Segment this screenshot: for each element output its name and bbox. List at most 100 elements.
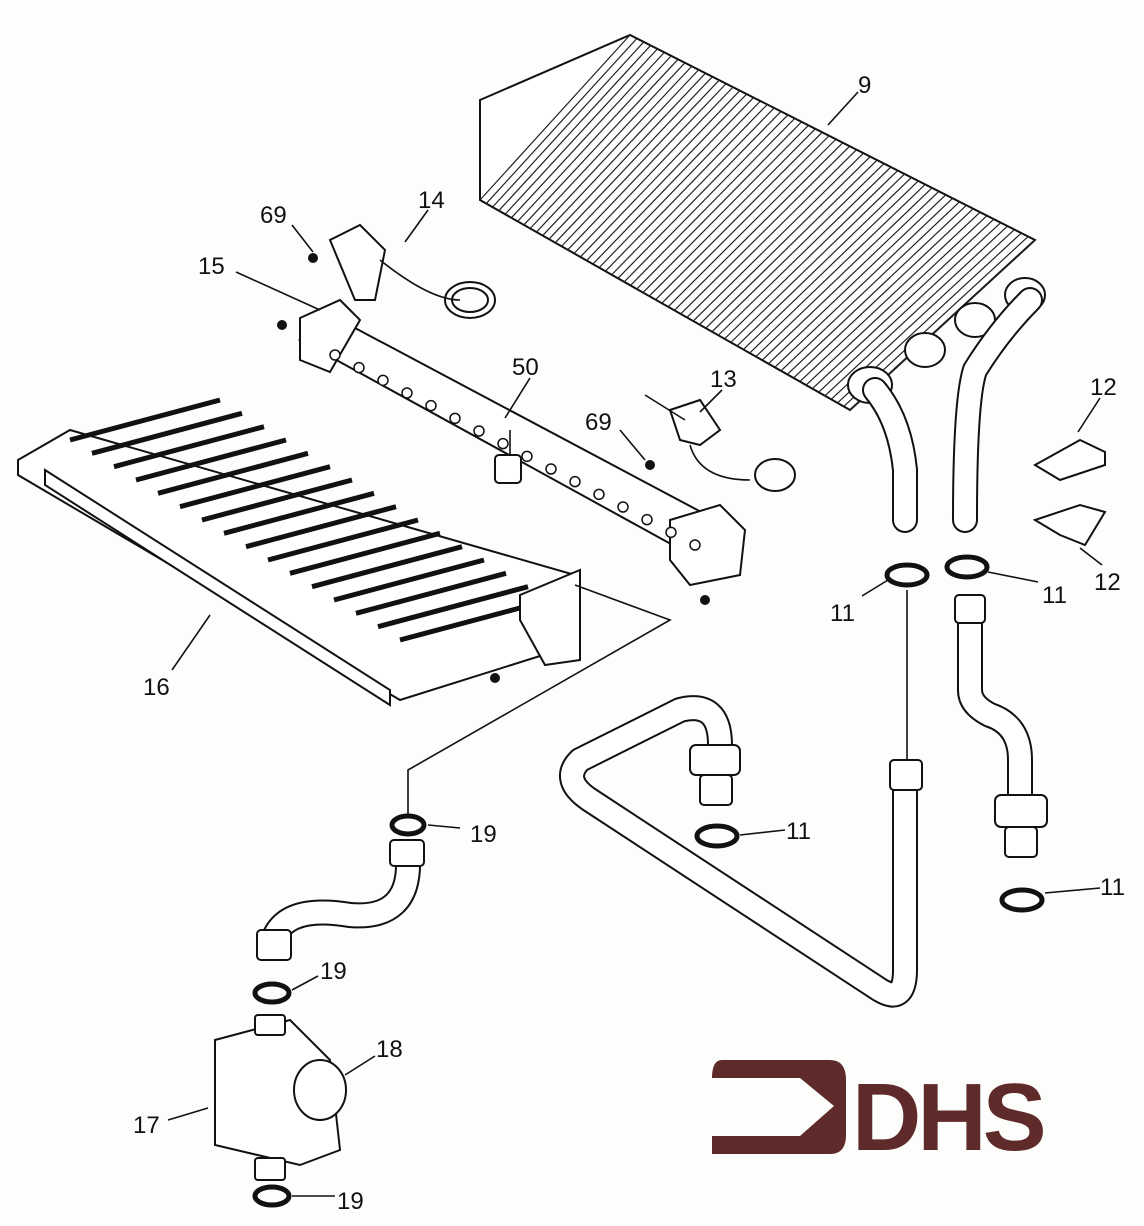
label-17-gas-valve: 17 (133, 1112, 160, 1139)
heat-exchanger-fin (598, 100, 761, 269)
heat-exchanger-fin (749, 183, 926, 354)
label-69-screw: 69 (585, 409, 612, 436)
burner-jet (473, 425, 485, 437)
heat-exchanger-pipes (862, 287, 1043, 533)
heat-exchanger-fin (529, 62, 686, 229)
burner (17, 397, 581, 707)
label-69-screw: 69 (260, 202, 287, 229)
heating-return-pipe (954, 594, 1048, 858)
heat-exchanger-fin (699, 156, 871, 326)
heat-exchanger-fin (818, 222, 1002, 393)
heat-exchanger-fin (717, 166, 892, 336)
heat-exchanger-fin (774, 197, 954, 368)
heat-exchanger-fin (711, 163, 885, 333)
gas-valve (214, 1014, 347, 1181)
label-12-clip: 12 (1090, 374, 1117, 401)
burner-jet (425, 399, 437, 412)
heat-exchanger-fin (642, 124, 809, 293)
burner-blade (135, 437, 287, 483)
label-11-oring: 11 (830, 600, 855, 627)
heat-exchanger-fin (604, 104, 768, 272)
burner-jet (521, 450, 533, 463)
heat-exchanger-fin (730, 173, 905, 343)
o-rings (252, 554, 1045, 1208)
label-12-clip: 12 (1094, 569, 1121, 596)
burner-blade (355, 570, 507, 616)
assembly-lines (407, 430, 908, 815)
heat-exchanger-fin (630, 117, 796, 286)
logo-text: DHS (852, 1064, 1044, 1171)
heat-exchanger-fin (780, 201, 960, 372)
heat-exchanger-fin (579, 90, 741, 258)
burner-blade (91, 410, 243, 456)
burner-blade (333, 557, 485, 603)
burner-blade (377, 584, 529, 630)
label-15-bracket: 15 (198, 253, 225, 280)
electrode-14 (328, 223, 496, 319)
label-50-manifold: 50 (512, 354, 539, 381)
heat-exchanger-fin (611, 107, 775, 276)
heat-exchanger-fin (724, 170, 899, 340)
heat-exchanger-fin (573, 86, 734, 254)
heat-exchanger-fin (667, 138, 837, 308)
burner-blade (157, 450, 309, 496)
heat-exchanger-fin (655, 131, 823, 301)
heat-exchanger-fin (736, 177, 912, 347)
heat-exchanger-fin (510, 51, 665, 219)
heat-exchanger-fin (824, 225, 1008, 397)
burner-jet (401, 387, 413, 399)
burner-jet (593, 488, 605, 501)
burner-blade (289, 530, 441, 576)
label-11-oring: 11 (786, 818, 811, 845)
label-11-oring: 11 (1042, 582, 1067, 609)
burner-blade (223, 490, 375, 536)
heat-exchanger-fin (761, 190, 940, 361)
heat-exchanger-fin (692, 152, 864, 322)
heat-exchanger-fin (536, 65, 693, 233)
heat-exchanger-fin (567, 83, 727, 251)
label-19-oring: 19 (337, 1188, 364, 1215)
heating-flow-pipe (559, 695, 923, 1008)
burner-jet (497, 437, 509, 450)
heat-exchanger-fin (492, 41, 645, 208)
burner-jet (353, 361, 365, 374)
burner-jet (329, 349, 341, 361)
dhs-logo: DHS (712, 1060, 1048, 1171)
burner-jet (377, 374, 389, 387)
heat-exchanger-fin (705, 159, 878, 329)
burner-jet (569, 475, 581, 488)
label-13-electrode: 13 (710, 366, 737, 393)
heat-exchanger-fin (548, 72, 706, 240)
label-19-oring: 19 (320, 958, 347, 985)
manifold (297, 298, 747, 587)
heat-exchanger-fin (648, 128, 816, 297)
label-16-burner: 16 (143, 674, 170, 701)
logo-arrow-mark (712, 1060, 846, 1154)
heat-exchanger-fin (561, 79, 720, 247)
burner-jet (449, 412, 461, 425)
heat-exchanger-fin (799, 211, 981, 382)
label-9-heat-exchanger: 9 (858, 72, 871, 99)
heat-exchanger-fin (592, 97, 754, 265)
heat-exchanger-fin (673, 142, 844, 311)
heat-exchanger-fin (686, 149, 857, 318)
heat-exchanger-fin (617, 111, 782, 279)
burner-blade (201, 477, 353, 523)
heat-exchanger-fin (517, 55, 672, 222)
heat-exchanger-fin (523, 58, 679, 226)
heat-exchanger-fin (755, 187, 933, 358)
label-14-electrode: 14 (418, 187, 445, 214)
label-19-oring: 19 (470, 821, 497, 848)
burner-jet (689, 539, 701, 551)
electrode-13 (644, 394, 796, 492)
burner-blade (267, 517, 419, 563)
heat-exchanger-fin (504, 48, 658, 215)
heat-exchanger-fin (636, 121, 803, 290)
burner-jet (545, 463, 557, 475)
screws (277, 253, 710, 683)
label-11-oring: 11 (1100, 874, 1125, 901)
burner-jet (641, 513, 653, 526)
heat-exchanger-fin (623, 114, 789, 283)
